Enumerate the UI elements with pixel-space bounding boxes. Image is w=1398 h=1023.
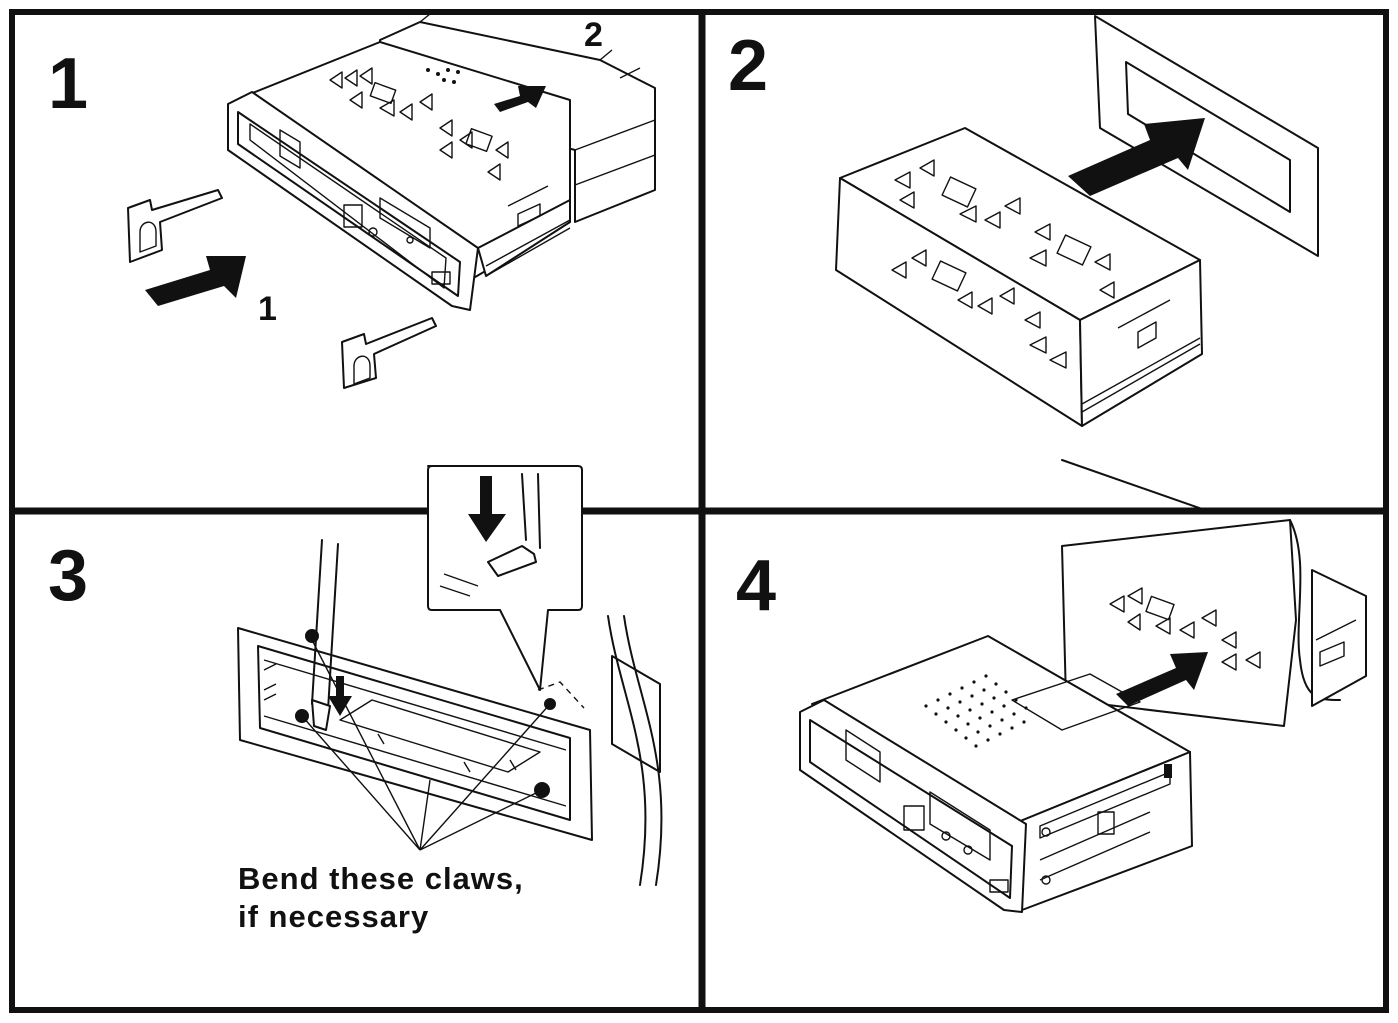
panel-1-illustration <box>127 13 656 389</box>
panel-4-illustration <box>799 519 1367 913</box>
step-number-1: 1 <box>48 44 89 124</box>
claws-caption-line-1: Bend these claws, <box>238 861 524 896</box>
claws-caption: Bend these claws, if necessary <box>238 860 524 936</box>
step-number-2: 2 <box>728 26 769 106</box>
panel-2-illustration <box>835 15 1319 511</box>
substep-tag-1: 1 <box>258 290 277 328</box>
step-number-4: 4 <box>736 546 777 626</box>
claws-caption-line-2: if necessary <box>238 899 430 934</box>
step-number-3: 3 <box>48 536 89 616</box>
substep-tag-2: 2 <box>584 16 603 54</box>
panel-3-illustration <box>237 465 663 886</box>
